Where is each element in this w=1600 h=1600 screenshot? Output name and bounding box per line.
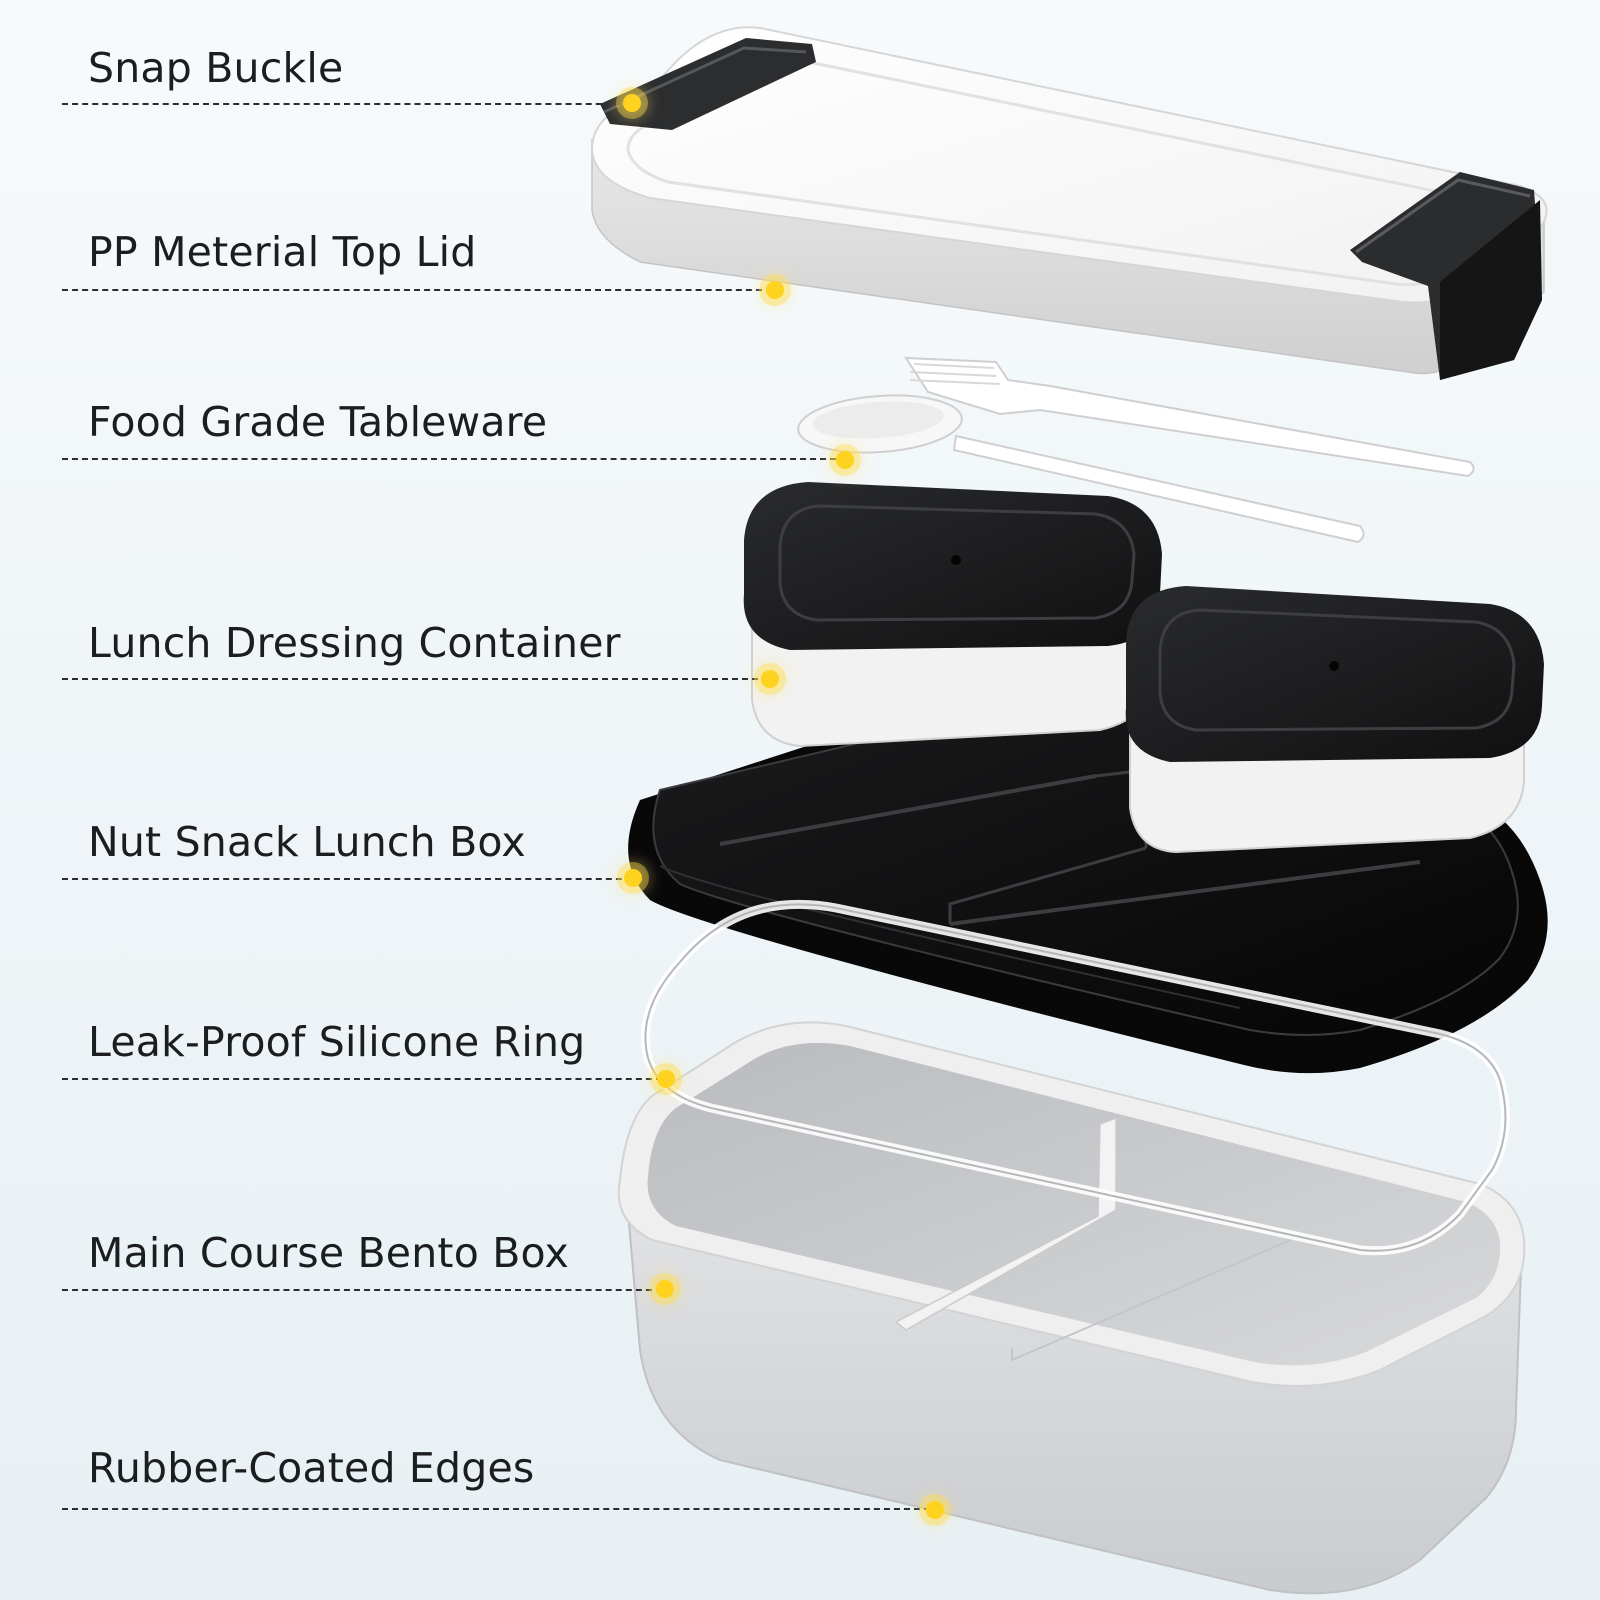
- tray-divider: [949, 860, 1421, 926]
- callout-leader-silicone-ring: [62, 1078, 662, 1080]
- callout-leader-rubber-edges: [62, 1508, 930, 1510]
- callout-leader-snack-box: [62, 878, 632, 880]
- callout-leader-tableware: [62, 458, 836, 460]
- callout-label-tableware: Food Grade Tableware: [88, 398, 548, 446]
- callout-dot-rubber-edges: [926, 1501, 944, 1519]
- callout-dot-snack-box: [624, 869, 642, 887]
- silicone-ring: [640, 899, 1510, 1256]
- spoon: [797, 394, 1365, 544]
- dressing-container-right: [1125, 586, 1544, 854]
- bento-box-divider: [1011, 1235, 1301, 1362]
- callout-dot-dressing-container: [761, 670, 779, 688]
- tray-divider: [948, 846, 1147, 924]
- snap-buckle-right: [1350, 172, 1542, 380]
- callout-leader-top-lid: [62, 289, 772, 291]
- callout-label-top-lid: PP Meterial Top Lid: [88, 228, 477, 276]
- callout-label-snap-buckle: Snap Buckle: [88, 44, 344, 92]
- callout-leader-dressing-container: [62, 678, 768, 680]
- callout-leader-bento-box: [62, 1289, 662, 1291]
- callout-dot-top-lid: [766, 281, 784, 299]
- tray-divider: [719, 774, 1097, 846]
- callout-label-dressing-container: Lunch Dressing Container: [88, 619, 621, 667]
- main-bento-box: [617, 1021, 1526, 1595]
- callout-dot-tableware: [836, 451, 854, 469]
- callout-dot-silicone-ring: [657, 1070, 675, 1088]
- fork: [904, 356, 1475, 478]
- callout-label-snack-box: Nut Snack Lunch Box: [88, 818, 526, 866]
- callout-label-rubber-edges: Rubber-Coated Edges: [88, 1444, 535, 1492]
- dressing-container-left: [743, 482, 1162, 748]
- callout-leader-snap-buckle: [62, 103, 632, 105]
- snap-buckle-left: [600, 38, 816, 130]
- callout-label-bento-box: Main Course Bento Box: [88, 1229, 570, 1277]
- bento-box-divider: [894, 1116, 1117, 1331]
- callout-dot-snap-buckle: [623, 94, 641, 112]
- callout-dot-bento-box: [656, 1280, 674, 1298]
- bento-box-interior: [647, 1042, 1501, 1366]
- callout-label-silicone-ring: Leak-Proof Silicone Ring: [88, 1018, 586, 1066]
